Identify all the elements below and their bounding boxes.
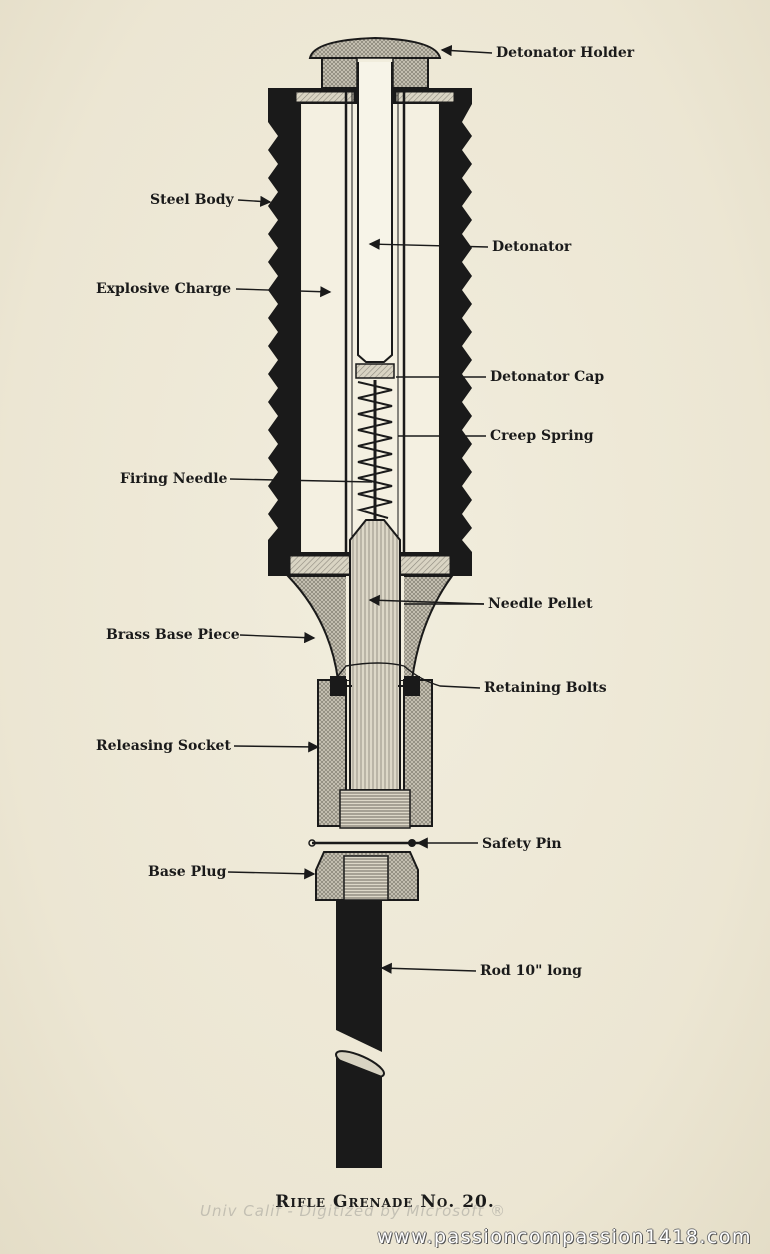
label-rod: Rod 10" long (480, 963, 582, 979)
retaining-bolts-shape (330, 676, 420, 696)
leader-lines (227, 44, 493, 974)
rod-shape (335, 900, 385, 1168)
site-watermark: www.passioncompassion1418.com (377, 1226, 752, 1248)
label-detonator: Detonator (492, 239, 572, 255)
base-plug-shape (315, 851, 419, 901)
label-base-plug: Base Plug (148, 864, 227, 880)
needle-pellet-shape (349, 519, 401, 791)
label-brass-base-piece: Brass Base Piece (106, 627, 240, 643)
label-creep-spring: Creep Spring (490, 428, 594, 444)
detonator-shape (357, 62, 393, 363)
label-explosive-charge: Explosive Charge (96, 281, 232, 297)
label-needle-pellet: Needle Pellet (488, 596, 593, 612)
faint-watermark: Univ Calif - Digitized by Microsoft ® (200, 1202, 507, 1220)
detonator-cap-shape (355, 363, 395, 379)
central-tube-shape (344, 88, 406, 552)
label-safety-pin: Safety Pin (482, 836, 562, 852)
label-retaining-bolts: Retaining Bolts (484, 680, 607, 696)
releasing-socket-shape (317, 679, 433, 829)
label-firing-needle: Firing Needle (120, 471, 228, 487)
label-steel-body: Steel Body (150, 192, 234, 208)
safety-pin-shape (308, 839, 420, 847)
figure-caption: Rifle Grenade No. 20. (275, 1192, 495, 1212)
label-detonator-cap: Detonator Cap (490, 369, 605, 385)
label-detonator-holder: Detonator Holder (496, 45, 635, 61)
label-releasing-socket: Releasing Socket (96, 738, 231, 754)
